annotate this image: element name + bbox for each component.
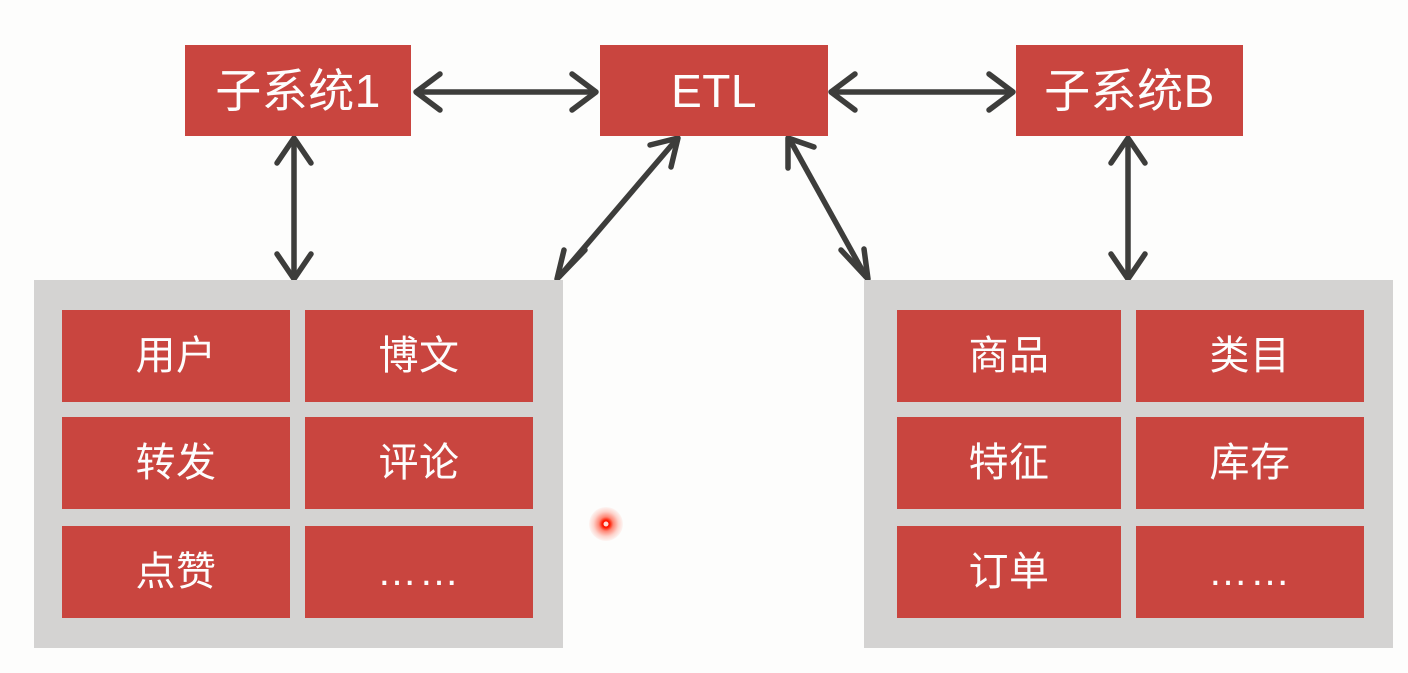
entity-box-post[interactable]: 博文 (305, 310, 533, 402)
entity-box-feature[interactable]: 特征 (897, 417, 1121, 509)
node-right-system[interactable]: 子系统B (1016, 45, 1243, 136)
entity-label: 博文 (378, 334, 460, 378)
connector-etl-right-system (828, 71, 1016, 113)
entity-box-comment[interactable]: 评论 (305, 417, 533, 509)
entity-box-more-left[interactable]: …… (305, 526, 533, 618)
connector-etl-left-panel (554, 135, 681, 282)
cursor-click-marker (589, 507, 623, 541)
entity-box-category[interactable]: 类目 (1136, 310, 1364, 402)
entity-box-like[interactable]: 点赞 (62, 526, 290, 618)
entity-label: …… (1208, 550, 1292, 594)
entity-box-repost[interactable]: 转发 (62, 417, 290, 509)
connector-right-system-right-panel (1108, 135, 1148, 282)
connector-etl-right-panel (785, 135, 871, 282)
entity-label: 订单 (968, 550, 1050, 594)
node-right-system-label: 子系统B (1044, 64, 1215, 117)
entity-label: 转发 (135, 441, 217, 485)
entity-label: 点赞 (135, 550, 217, 594)
connector-left-system-etl (413, 71, 599, 113)
entity-label: 库存 (1209, 441, 1291, 485)
node-etl[interactable]: ETL (600, 45, 828, 136)
entity-box-user[interactable]: 用户 (62, 310, 290, 402)
node-left-system[interactable]: 子系统1 (185, 45, 411, 136)
entity-box-order[interactable]: 订单 (897, 526, 1121, 618)
entity-label: …… (377, 550, 461, 594)
entity-label: 特征 (968, 441, 1050, 485)
node-left-system-label: 子系统1 (215, 64, 381, 117)
connector-left-system-left-panel (274, 135, 314, 282)
entity-box-product[interactable]: 商品 (897, 310, 1121, 402)
entity-box-inventory[interactable]: 库存 (1136, 417, 1364, 509)
entity-box-more-right[interactable]: …… (1136, 526, 1364, 618)
node-etl-label: ETL (671, 64, 757, 117)
entity-label: 用户 (135, 334, 217, 378)
entity-label: 评论 (378, 441, 460, 485)
entity-label: 类目 (1209, 334, 1291, 378)
entity-label: 商品 (968, 334, 1050, 378)
